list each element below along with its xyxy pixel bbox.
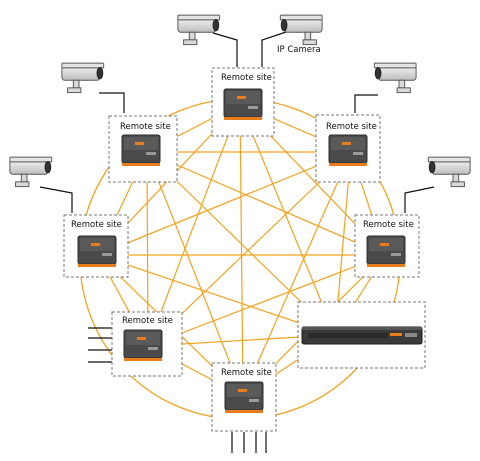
network-device-icon <box>224 381 264 414</box>
ip-camera-icon <box>61 62 105 94</box>
mesh-link <box>239 103 336 336</box>
camera-cables <box>39 31 435 213</box>
remote-site-bottom: Remote site <box>211 362 277 432</box>
ip-camera-icon <box>177 14 221 46</box>
site-label: Remote site <box>71 220 122 230</box>
remote-site-right: Remote site <box>354 214 420 278</box>
mesh-link <box>147 254 386 347</box>
remote-site-upper-left: Remote site <box>108 115 178 183</box>
mesh-links <box>97 103 386 397</box>
remote-site-lower-left: Remote site <box>111 311 183 377</box>
mesh-link <box>239 103 244 397</box>
mesh-link <box>147 103 241 347</box>
remote-site-top: Remote site <box>211 67 275 137</box>
ip-camera-icon <box>373 62 417 94</box>
network-device-icon <box>121 134 161 167</box>
mesh-link <box>146 151 386 256</box>
rack-unit-icon <box>301 326 423 345</box>
network-device-icon <box>366 235 406 268</box>
ip-camera-icon <box>427 156 471 188</box>
ip-camera-label: IP Camera <box>277 45 321 55</box>
rack-site <box>297 301 426 369</box>
site-label: Remote site <box>326 122 377 132</box>
mesh-link <box>97 151 352 256</box>
mesh-link <box>146 151 244 397</box>
site-label: Remote site <box>221 368 272 378</box>
network-device-icon <box>123 329 163 362</box>
ip-camera-icon <box>279 14 323 46</box>
network-device-icon <box>328 134 368 167</box>
network-device-icon <box>77 235 117 268</box>
mesh-link <box>97 254 336 336</box>
network-device-icon <box>223 88 263 121</box>
site-label: Remote site <box>120 122 171 132</box>
mesh-link <box>242 151 352 397</box>
ip-camera-icon <box>9 156 53 188</box>
remote-site-upper-right: Remote site <box>315 114 381 183</box>
site-label: Remote site <box>122 316 173 326</box>
device-stubs <box>88 327 267 453</box>
site-label: Remote site <box>221 73 272 83</box>
remote-site-left: Remote site <box>63 214 129 278</box>
site-label: Remote site <box>363 220 414 230</box>
